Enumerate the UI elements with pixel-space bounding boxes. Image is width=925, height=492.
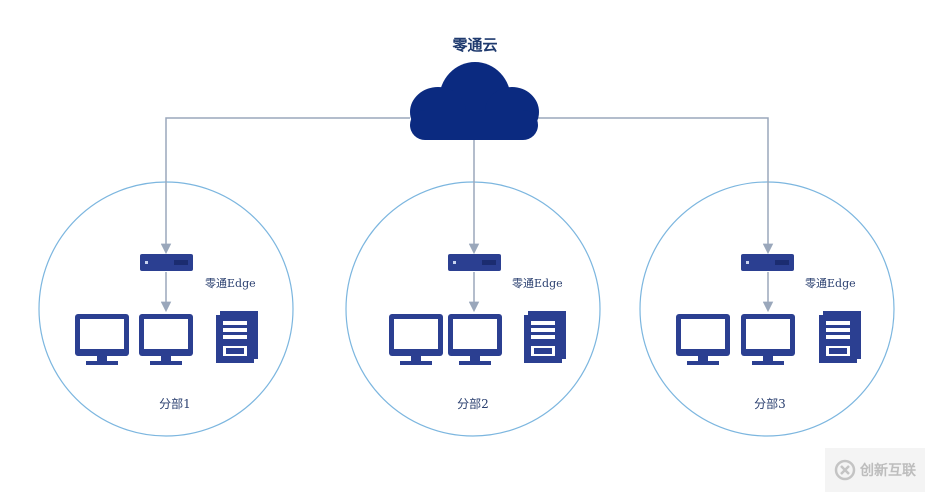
edge-router-icon — [140, 254, 193, 271]
branch-label-3: 分部3 — [754, 397, 786, 411]
branch-label-1: 分部1 — [159, 397, 191, 411]
watermark-text: 创新互联 — [860, 463, 916, 479]
monitor-icon — [75, 314, 129, 365]
monitor-icon — [741, 314, 795, 365]
server-icon — [216, 311, 258, 363]
edge-label-2: 零通Edge — [512, 277, 563, 290]
link-branch-3 — [535, 117, 774, 255]
edge-router-icon — [741, 254, 794, 271]
cloud-icon — [410, 62, 539, 140]
server-icon — [819, 311, 861, 363]
cloud-title: 零通云 — [452, 36, 498, 54]
watermark: 创新互联 — [825, 448, 925, 492]
edge-router-icon — [448, 254, 501, 271]
monitor-icon — [448, 314, 502, 365]
server-icon — [524, 311, 566, 363]
link-branch-1 — [160, 117, 410, 255]
monitor-icon — [389, 314, 443, 365]
monitor-icon — [139, 314, 193, 365]
watermark-logo-icon — [834, 459, 856, 481]
edge-label-1: 零通Edge — [205, 277, 256, 290]
monitor-icon — [676, 314, 730, 365]
branch-label-2: 分部2 — [457, 397, 489, 411]
edge-label-3: 零通Edge — [805, 277, 856, 290]
